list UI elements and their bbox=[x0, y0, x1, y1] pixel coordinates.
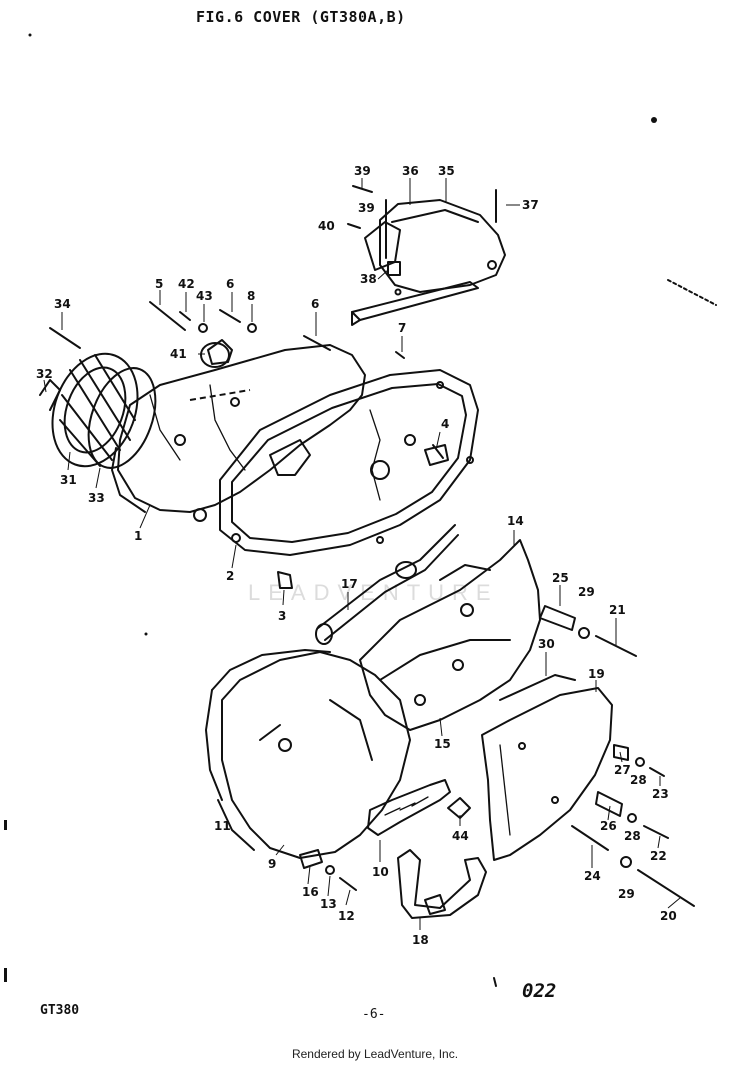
page-number: -6- bbox=[362, 1007, 386, 1022]
callout-41: 41 bbox=[170, 347, 187, 361]
side-cover-19 bbox=[481, 674, 613, 861]
callout-15: 15 bbox=[434, 737, 451, 751]
callout-28: 28 bbox=[630, 773, 647, 787]
top-cover-35 bbox=[351, 199, 506, 326]
callout-27: 27 bbox=[614, 763, 631, 777]
fasteners-top-left bbox=[49, 301, 444, 589]
clutch-cover-14 bbox=[359, 539, 541, 731]
callout-18: 18 bbox=[412, 933, 429, 947]
callout-7: 7 bbox=[398, 321, 406, 335]
callout-labels: 1 2 3 4 5 6 6 7 8 9 10 11 12 13 bbox=[36, 164, 681, 947]
callout-5: 5 bbox=[155, 277, 163, 291]
callout-22: 22 bbox=[650, 849, 667, 863]
watermark: LEADVENTURE bbox=[248, 580, 499, 605]
callout-34: 34 bbox=[54, 297, 71, 311]
callout-19: 19 bbox=[588, 667, 605, 681]
callout-14: 14 bbox=[507, 514, 524, 528]
callout-38: 38 bbox=[360, 272, 377, 286]
callout-12: 12 bbox=[338, 909, 355, 923]
callout-35: 35 bbox=[438, 164, 455, 178]
scan-specks bbox=[4, 33, 717, 987]
figure-title: FIG.6 COVER (GT380A,B) bbox=[196, 8, 406, 26]
callout-10: 10 bbox=[372, 865, 389, 879]
callout-9: 9 bbox=[268, 857, 276, 871]
flywheel-grille-31-32 bbox=[39, 352, 157, 469]
callout-3: 3 bbox=[278, 609, 286, 623]
callout-32: 32 bbox=[36, 367, 53, 381]
fasteners-right bbox=[299, 605, 695, 907]
callout-16: 16 bbox=[302, 885, 319, 899]
callout-4: 4 bbox=[441, 417, 449, 431]
gasket-2 bbox=[219, 369, 479, 556]
callout-28b: 28 bbox=[624, 829, 641, 843]
callout-26: 26 bbox=[600, 819, 617, 833]
callout-13: 13 bbox=[320, 897, 337, 911]
callout-6b: 6 bbox=[311, 297, 319, 311]
callout-17: 17 bbox=[341, 577, 358, 591]
right-cover-11 bbox=[205, 649, 411, 859]
callout-25: 25 bbox=[552, 571, 569, 585]
callout-37: 37 bbox=[522, 198, 539, 212]
callout-39b: 39 bbox=[358, 201, 375, 215]
model-label: GT380 bbox=[40, 1003, 80, 1018]
rendered-by-footer: Rendered by LeadVenture, Inc. bbox=[291, 1047, 459, 1061]
callout-36: 36 bbox=[402, 164, 419, 178]
kick-lever-10 bbox=[367, 779, 451, 836]
callout-8: 8 bbox=[247, 289, 255, 303]
callout-6: 6 bbox=[226, 277, 234, 291]
callout-21: 21 bbox=[609, 603, 626, 617]
callout-2: 2 bbox=[226, 569, 234, 583]
callout-43: 43 bbox=[196, 289, 213, 303]
callout-1: 1 bbox=[134, 529, 142, 543]
diagram-code: 022 bbox=[522, 980, 557, 1002]
left-cover-1 bbox=[111, 344, 366, 522]
callout-39: 39 bbox=[354, 164, 371, 178]
callout-31: 31 bbox=[60, 473, 77, 487]
callout-30: 30 bbox=[538, 637, 555, 651]
callout-40: 40 bbox=[318, 219, 335, 233]
callout-24: 24 bbox=[584, 869, 601, 883]
callout-33: 33 bbox=[88, 491, 105, 505]
lever-18 bbox=[397, 849, 487, 919]
case-internals bbox=[207, 339, 449, 501]
callout-42: 42 bbox=[178, 277, 195, 291]
shift-shaft-17 bbox=[315, 524, 459, 645]
callout-29: 29 bbox=[578, 585, 595, 599]
screw-37-39 bbox=[347, 185, 497, 276]
callout-11: 11 bbox=[214, 819, 231, 833]
callout-29b: 29 bbox=[618, 887, 635, 901]
callout-23: 23 bbox=[652, 787, 669, 801]
callout-44: 44 bbox=[452, 829, 469, 843]
callout-20: 20 bbox=[660, 909, 677, 923]
